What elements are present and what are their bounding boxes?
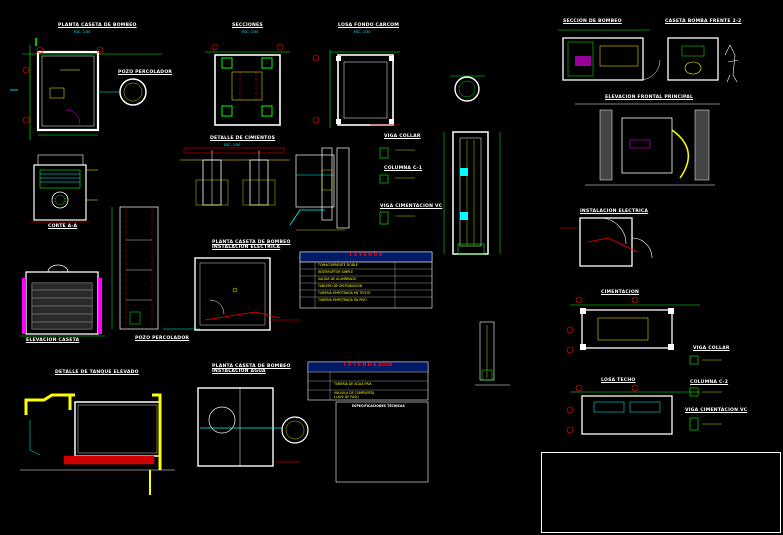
corte-aa bbox=[30, 154, 98, 223]
legend-water-row: TUBERIA DE AGUA FRIA bbox=[334, 382, 372, 386]
instalacion-electrica-detail bbox=[560, 217, 653, 267]
scale-losa-fondo: ESC. 1:50 bbox=[354, 30, 371, 34]
title-instalacion-electrica: INSTALACION ELECTRICA bbox=[580, 209, 649, 214]
title-corte-aa: CORTE A-A bbox=[48, 224, 78, 229]
columna-details bbox=[379, 147, 415, 225]
secciones bbox=[205, 43, 290, 126]
title-elevacion-caseta: ELEVACION CASETA bbox=[26, 338, 80, 343]
seccion-bombeo bbox=[558, 29, 661, 81]
caseta-frente bbox=[667, 37, 739, 83]
scale-detalle-cimientos: ESC. 1:50 bbox=[224, 143, 241, 147]
title-viga-collar-2: VIGA COLLAR bbox=[693, 346, 730, 351]
title-secciones: SECCIONES bbox=[232, 23, 263, 28]
title-losa-fondo: LOSA FONDO CARCOM bbox=[338, 23, 400, 28]
title-caseta-bomba: CASETA BOMBA FRENTE 2-2 bbox=[665, 19, 742, 24]
title-cimentacion: CIMENTACION bbox=[601, 290, 639, 295]
legend-water-row: VALVULA DE COMPUERTA bbox=[334, 391, 375, 395]
notes-title: ESPECIFICACIONES TECNICAS bbox=[352, 404, 405, 408]
legend-electric-title: L E Y E N D A bbox=[349, 253, 383, 258]
cimentacion-plan bbox=[566, 296, 700, 354]
title-seccion-bombeo: SECCION DE BOMBEO bbox=[563, 19, 622, 24]
title-planta-inst-agua: PLANTA CASETA DE BOMBEO INSTALACION AGUA bbox=[212, 364, 291, 374]
title-detalle-tanque: DETALLE DE TANQUE ELEVADO bbox=[55, 370, 139, 375]
legend-electric-row: SALIDA DE ALUMBRADO bbox=[318, 277, 357, 281]
detalle-tanque bbox=[20, 393, 175, 495]
title-elevacion-principal: ELEVACION FRONTAL PRINCIPAL bbox=[605, 95, 694, 100]
plan-caseta bbox=[10, 38, 162, 140]
legend-water-title: L E Y E N D A AGUA bbox=[343, 363, 393, 368]
title-viga-cim-2: VIGA CIMENTACION VC bbox=[685, 408, 748, 413]
title-viga-collar: VIGA COLLAR bbox=[384, 134, 421, 139]
elevacion-caseta bbox=[20, 264, 105, 337]
title-pozo-percolador-2: POZO PERCOLADOR bbox=[135, 336, 190, 341]
detalle-cimientos bbox=[180, 147, 350, 231]
legend-electric-row: TABLERO DE DISTRIBUCION bbox=[318, 284, 363, 288]
title-planta-inst-electrica: PLANTA CASETA DE BOMBEO INSTALACION ELEC… bbox=[212, 240, 291, 250]
pozo-section bbox=[443, 75, 501, 255]
legend-electric-table bbox=[299, 251, 433, 309]
plan-agua bbox=[197, 387, 309, 467]
scale-secciones: ESC. 1:50 bbox=[242, 30, 259, 34]
notes-block bbox=[335, 401, 429, 483]
legend-electric-row: TUBERIA EMPOTRADA EN PISO bbox=[318, 298, 367, 302]
title-planta-caseta: PLANTA CASETA DE BOMBEO bbox=[58, 23, 137, 28]
title-columna-2: COLUMNA C-2 bbox=[690, 380, 729, 385]
legend-electric-row: TUBERIA EMPOTRADA EN TECHO bbox=[318, 291, 371, 295]
scale-planta-caseta: ESC. 1:50 bbox=[74, 30, 91, 34]
tall-elevation bbox=[111, 206, 200, 330]
losa-fondo bbox=[312, 50, 400, 128]
title-block-frame bbox=[541, 452, 781, 533]
title-columna: COLUMNA C-1 bbox=[384, 166, 423, 171]
title-detalle-cimientos: DETALLE DE CIMIENTOS bbox=[210, 136, 276, 141]
legend-water-table bbox=[307, 361, 429, 401]
title-pozo-percolador: POZO PERCOLADOR bbox=[118, 70, 173, 75]
title-losa-techo: LOSA TECHO bbox=[601, 378, 636, 383]
small-detail bbox=[475, 321, 510, 386]
legend-water-row: LLAVE DE PASO bbox=[334, 395, 359, 399]
legend-electric-row: INTERRUPTOR SIMPLE bbox=[318, 270, 354, 274]
elevacion-principal bbox=[575, 103, 720, 186]
columna-details-right bbox=[689, 355, 722, 431]
title-viga-cimentacion: VIGA CIMENTACION VC bbox=[380, 204, 443, 209]
legend-electric-row: TOMACORRIENTE DOBLE bbox=[318, 263, 358, 267]
losa-techo bbox=[566, 384, 700, 435]
plan-electrica bbox=[194, 257, 300, 331]
